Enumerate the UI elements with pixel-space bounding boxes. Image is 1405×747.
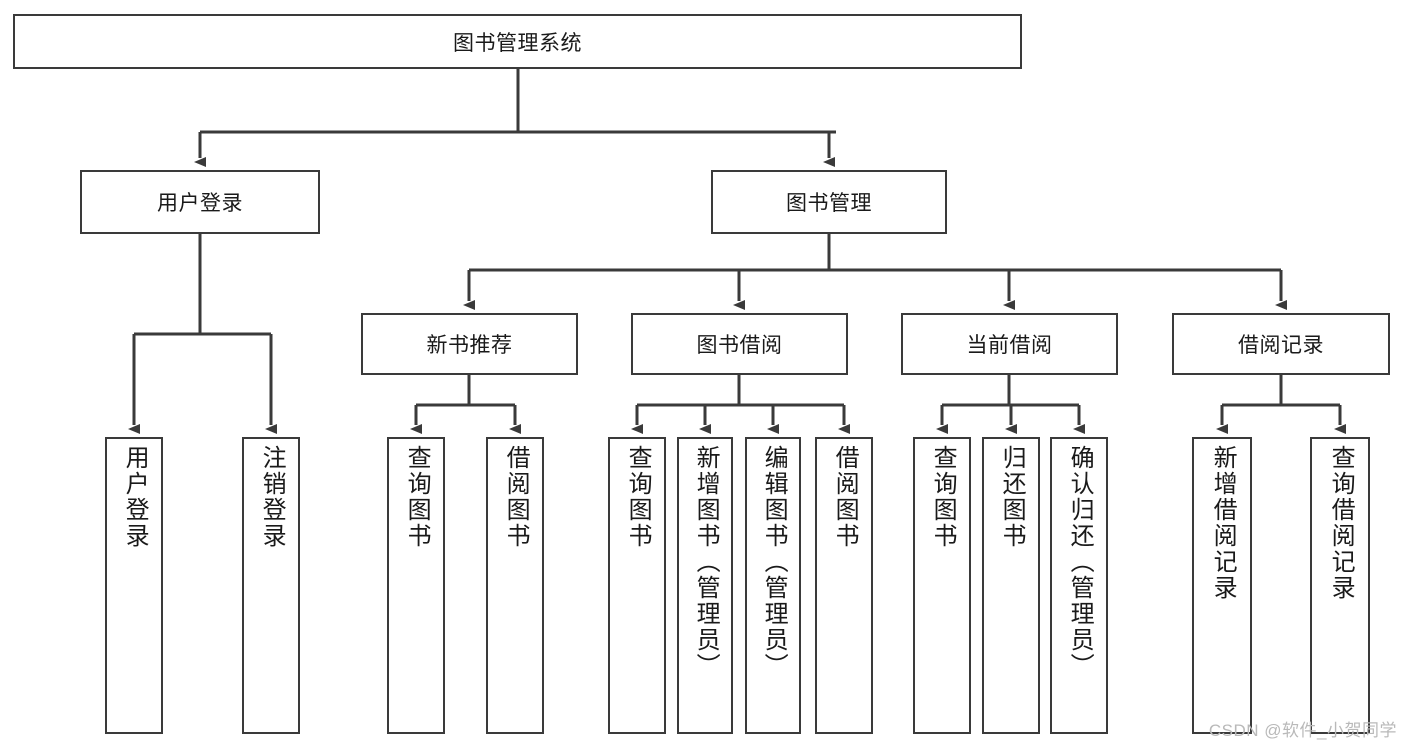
node-user-login-label: 用户登录 xyxy=(157,192,243,215)
leaf-borrow-book-label: 借阅图书 xyxy=(831,445,859,549)
leaf-add-borrow-record[interactable]: 新增借阅记录 xyxy=(1192,437,1252,734)
leaf-borrow-book-recommend[interactable]: 借阅图书 xyxy=(486,437,544,734)
leaf-add-book-admin-label: 新增图书（管理员） xyxy=(692,445,720,679)
node-book-borrow[interactable]: 图书借阅 xyxy=(631,313,848,375)
leaf-query-book-borrow[interactable]: 查询图书 xyxy=(608,437,666,734)
leaf-add-borrow-record-label: 新增借阅记录 xyxy=(1209,445,1237,601)
leaf-query-book-borrow-label: 查询图书 xyxy=(624,445,652,549)
node-book-management[interactable]: 图书管理 xyxy=(711,170,947,234)
node-current-borrow-label: 当前借阅 xyxy=(966,334,1053,357)
leaf-return-book-label: 归还图书 xyxy=(998,445,1026,549)
node-book-management-label: 图书管理 xyxy=(786,192,872,215)
leaf-query-borrow-record[interactable]: 查询借阅记录 xyxy=(1310,437,1370,734)
leaf-query-book-recommend-label: 查询图书 xyxy=(403,445,431,549)
leaf-logout[interactable]: 注销登录 xyxy=(242,437,300,734)
node-book-borrow-label: 图书借阅 xyxy=(696,334,783,357)
node-root[interactable]: 图书管理系统 xyxy=(13,14,1022,69)
leaf-borrow-book[interactable]: 借阅图书 xyxy=(815,437,873,734)
leaf-return-book[interactable]: 归还图书 xyxy=(982,437,1040,734)
watermark: CSDN @软件_小贺同学 xyxy=(1208,721,1397,740)
node-new-book-recommend[interactable]: 新书推荐 xyxy=(361,313,578,375)
leaf-query-borrow-record-label: 查询借阅记录 xyxy=(1327,445,1355,601)
node-root-label: 图书管理系统 xyxy=(453,31,582,55)
leaf-confirm-return-admin[interactable]: 确认归还（管理员） xyxy=(1050,437,1108,734)
leaf-edit-book-admin-label: 编辑图书（管理员） xyxy=(760,445,788,679)
leaf-query-book-current[interactable]: 查询图书 xyxy=(913,437,971,734)
leaf-query-book-current-label: 查询图书 xyxy=(929,445,957,549)
leaf-logout-label: 注销登录 xyxy=(258,445,286,549)
leaf-user-login-label: 用户登录 xyxy=(121,445,149,549)
node-borrow-record-label: 借阅记录 xyxy=(1238,334,1324,357)
leaf-edit-book-admin[interactable]: 编辑图书（管理员） xyxy=(745,437,801,734)
leaf-confirm-return-admin-label: 确认归还（管理员） xyxy=(1066,445,1094,679)
leaf-query-book-recommend[interactable]: 查询图书 xyxy=(387,437,445,734)
node-user-login[interactable]: 用户登录 xyxy=(80,170,320,234)
node-current-borrow[interactable]: 当前借阅 xyxy=(901,313,1118,375)
leaf-user-login[interactable]: 用户登录 xyxy=(105,437,163,734)
node-borrow-record[interactable]: 借阅记录 xyxy=(1172,313,1390,375)
leaf-borrow-book-recommend-label: 借阅图书 xyxy=(502,445,530,549)
leaf-add-book-admin[interactable]: 新增图书（管理员） xyxy=(677,437,733,734)
node-new-book-recommend-label: 新书推荐 xyxy=(426,334,513,357)
